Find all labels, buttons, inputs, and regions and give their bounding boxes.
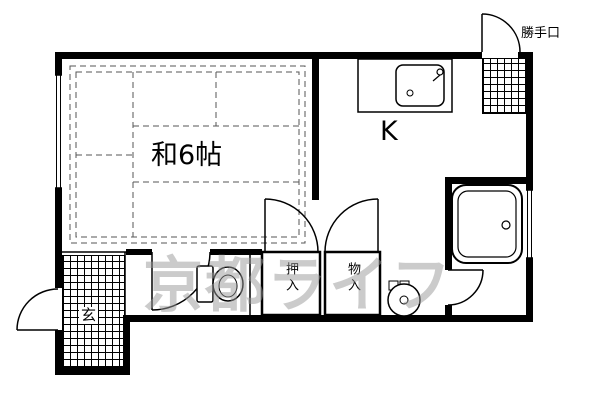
left-wall-lower: [55, 330, 62, 375]
sink-drain-icon: [406, 89, 414, 97]
closet-label: 押入: [283, 262, 298, 294]
back-door-arc: [481, 13, 521, 53]
room-label: 和6帖: [143, 139, 231, 172]
front-door-arc: [16, 288, 59, 331]
bath-door-arc: [447, 269, 484, 306]
faucet-spout: [432, 74, 441, 82]
closets: [260, 250, 382, 317]
faucet-icon: [436, 68, 444, 76]
watermark-text: 京都ライフ: [143, 251, 453, 321]
storage-door-arc: [324, 198, 379, 253]
toilet-fixture: [196, 265, 244, 303]
entrance-label: 玄: [79, 306, 99, 324]
tatami-grid: [69, 65, 306, 244]
bath-left-wall: [445, 177, 452, 270]
tatami-outer-border: [69, 65, 306, 244]
kitchen-sink-unit: [357, 58, 453, 113]
right-window-gap: [526, 190, 533, 258]
toilet-top-wall-right: [210, 249, 262, 255]
windows: [55, 74, 533, 259]
toilet-door-arc: [151, 251, 211, 311]
storage-box: [323, 250, 382, 317]
partitions: [62, 251, 251, 315]
laundry-fixture: [387, 280, 421, 317]
room-divider-wall: [312, 52, 319, 200]
doors: [16, 13, 521, 331]
storage-label: 物入: [345, 262, 360, 294]
bathtub-drain-icon: [501, 220, 511, 230]
left-window-gap: [55, 75, 62, 188]
toilet-bowl-inner: [218, 274, 238, 298]
bathtub-inner: [457, 190, 517, 258]
bath-top-wall: [445, 177, 533, 184]
top-wall-left: [55, 52, 482, 59]
bath-left-wall-stub: [445, 305, 452, 315]
toilet-top-wall-left: [126, 249, 152, 255]
back-door-step-tile: [482, 58, 528, 114]
entrance-right-wall: [123, 315, 130, 375]
right-wall: [526, 52, 533, 322]
top-wall-right: [518, 52, 533, 59]
entrance-bottom-wall: [55, 368, 130, 375]
kitchen-label: K: [380, 116, 398, 147]
bathtub: [451, 184, 523, 264]
closet-box: [260, 250, 322, 317]
closet-door-arc: [264, 198, 319, 253]
bottom-wall: [123, 315, 533, 322]
laundry-drain-icon: [399, 295, 409, 305]
back-door-label: 勝手口: [521, 26, 561, 41]
